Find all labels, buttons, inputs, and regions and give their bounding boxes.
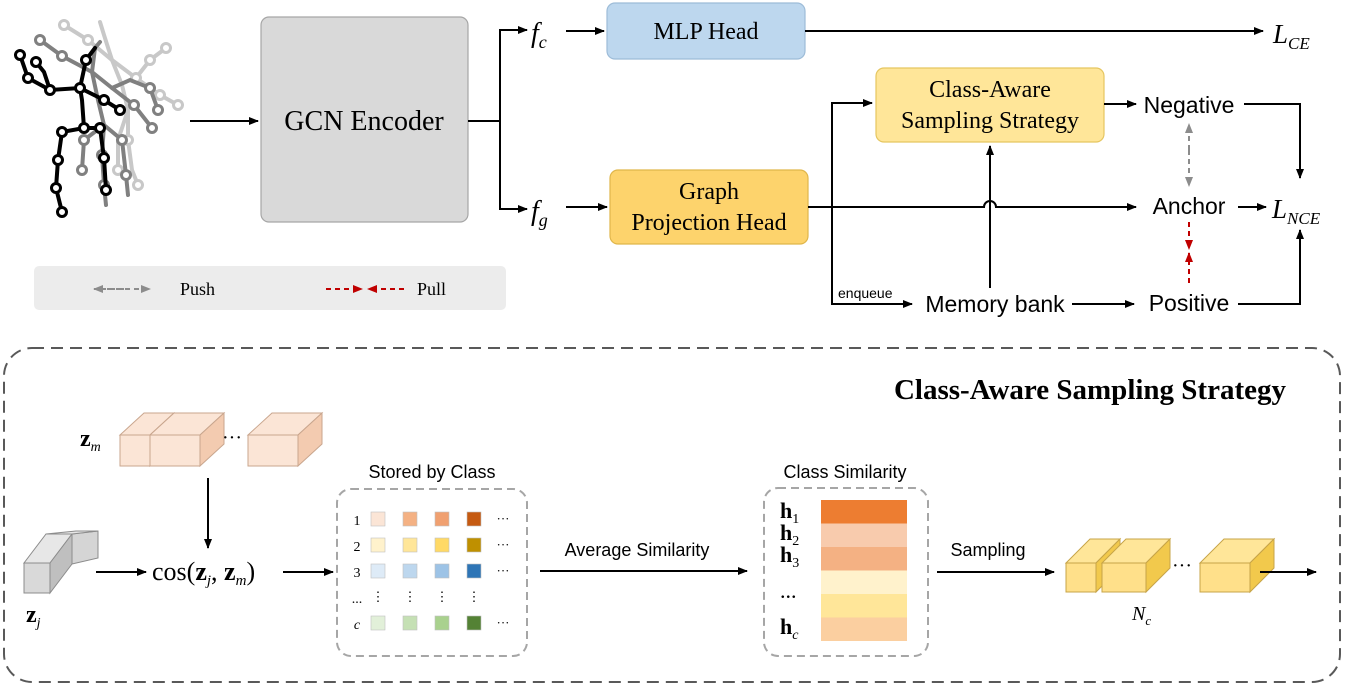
stored-cell	[434, 511, 450, 527]
similarity-bar	[821, 523, 907, 547]
similarity-bar	[821, 500, 907, 524]
encoder-to-fg-arrow	[499, 121, 528, 213]
stored-cell	[434, 537, 450, 553]
zj-label: zj	[26, 602, 41, 631]
stored-cell	[370, 563, 386, 579]
legend-push-label: Push	[180, 279, 215, 299]
stored-cell	[434, 563, 450, 579]
similarity-bar	[821, 617, 907, 641]
stored-by-class-panel	[336, 488, 528, 657]
stored-cell	[370, 615, 386, 631]
sampled-cuboids	[1064, 537, 1276, 594]
stored-by-class-title: Stored by Class	[368, 462, 495, 482]
graph-head-to-sampling-arrow	[831, 99, 873, 207]
zm-label: zm	[80, 426, 101, 455]
zm-dots: ···	[222, 427, 242, 449]
sampling-box-line1: Class-Aware	[929, 77, 1051, 103]
stored-row-dots: ···	[497, 563, 510, 578]
zm-cuboids	[118, 411, 324, 468]
similarity-bar	[821, 547, 907, 571]
stored-cell	[370, 511, 386, 527]
enqueue-label: enqueue	[838, 285, 893, 301]
stored-cell	[402, 615, 418, 631]
stored-cell	[434, 615, 450, 631]
memory-bank-label: Memory bank	[925, 291, 1065, 317]
similarity-bar	[821, 594, 907, 618]
legend-pull-label: Pull	[417, 279, 446, 299]
stored-col-dots: ⋮	[436, 589, 449, 604]
sampled-dots: ···	[1172, 555, 1192, 577]
h-label: h1	[780, 498, 799, 527]
anchor-label: Anchor	[1153, 193, 1226, 219]
lnce-label: LNCE	[1271, 194, 1321, 228]
cos-formula: cos(zj, zm)	[152, 557, 255, 589]
mlp-head-label: MLP Head	[653, 19, 758, 45]
graph-head-line1: Graph	[679, 179, 739, 205]
detail-panel-border	[3, 347, 1341, 683]
legend-pull: Pull	[326, 279, 446, 299]
detail-title: Class-Aware Sampling Strategy	[894, 374, 1287, 406]
positive-to-lnce-arrow	[1238, 229, 1304, 305]
stored-grid: 1 ··· 2 ··· 3 ···... ⋮ ⋮ ⋮ ⋮ c ···	[352, 511, 510, 633]
stored-row-label: c	[354, 618, 361, 633]
zm-cuboid-3	[246, 411, 324, 468]
zm-cuboid-2	[148, 411, 226, 468]
stored-row-label: 3	[354, 566, 361, 581]
stored-cell	[466, 511, 482, 527]
negative-label: Negative	[1144, 92, 1235, 118]
legend-push: Push	[93, 279, 215, 299]
zj-cuboid	[22, 530, 99, 595]
negative-to-lnce-arrow	[1244, 103, 1304, 179]
stored-cell	[370, 537, 386, 553]
legend-box	[34, 266, 506, 310]
stored-cell	[466, 615, 482, 631]
stored-cell	[466, 537, 482, 553]
enqueue-arrow	[831, 207, 913, 308]
sampling-box-line2: Sampling Strategy	[901, 108, 1079, 134]
stored-row-dots: ···	[497, 511, 510, 526]
sampled-cuboid-2	[1100, 537, 1172, 594]
h-label: ...	[780, 578, 797, 603]
gcn-encoder-box	[260, 16, 469, 223]
stored-row-dots: ···	[497, 615, 510, 630]
stored-cell	[466, 563, 482, 579]
fc-label: fc	[531, 18, 547, 52]
stored-col-dots: ⋮	[372, 589, 385, 604]
sampling-label: Sampling	[950, 540, 1025, 560]
fg-label: fg	[531, 196, 548, 230]
stored-cell	[402, 563, 418, 579]
gcn-encoder-label: GCN Encoder	[284, 106, 444, 137]
graph-head-line2: Projection Head	[631, 210, 786, 236]
stored-col-dots: ⋮	[404, 589, 417, 604]
encoder-to-fc-arrow	[468, 26, 528, 122]
sampled-cuboid-3	[1198, 537, 1276, 594]
skeleton-illustration	[14, 19, 184, 218]
h-label: h2	[780, 520, 799, 549]
stored-row-dots: ···	[497, 537, 510, 552]
similarity-bar	[821, 570, 907, 594]
lce-label: LCE	[1272, 19, 1310, 53]
stored-col-dots: ⋮	[468, 589, 481, 604]
stored-row-label: ...	[352, 592, 363, 607]
h-label: h3	[780, 542, 799, 571]
graph-head-to-anchor-arrow	[808, 200, 1137, 211]
stored-row-label: 2	[354, 540, 361, 555]
h-label: hc	[780, 614, 799, 643]
stored-cell	[402, 511, 418, 527]
stored-cell	[402, 537, 418, 553]
stored-row-label: 1	[354, 514, 361, 529]
positive-label: Positive	[1149, 290, 1230, 316]
nc-label: Nc	[1131, 603, 1151, 628]
similarity-bars	[821, 500, 907, 641]
average-similarity-label: Average Similarity	[565, 540, 710, 560]
class-similarity-title: Class Similarity	[783, 462, 906, 482]
